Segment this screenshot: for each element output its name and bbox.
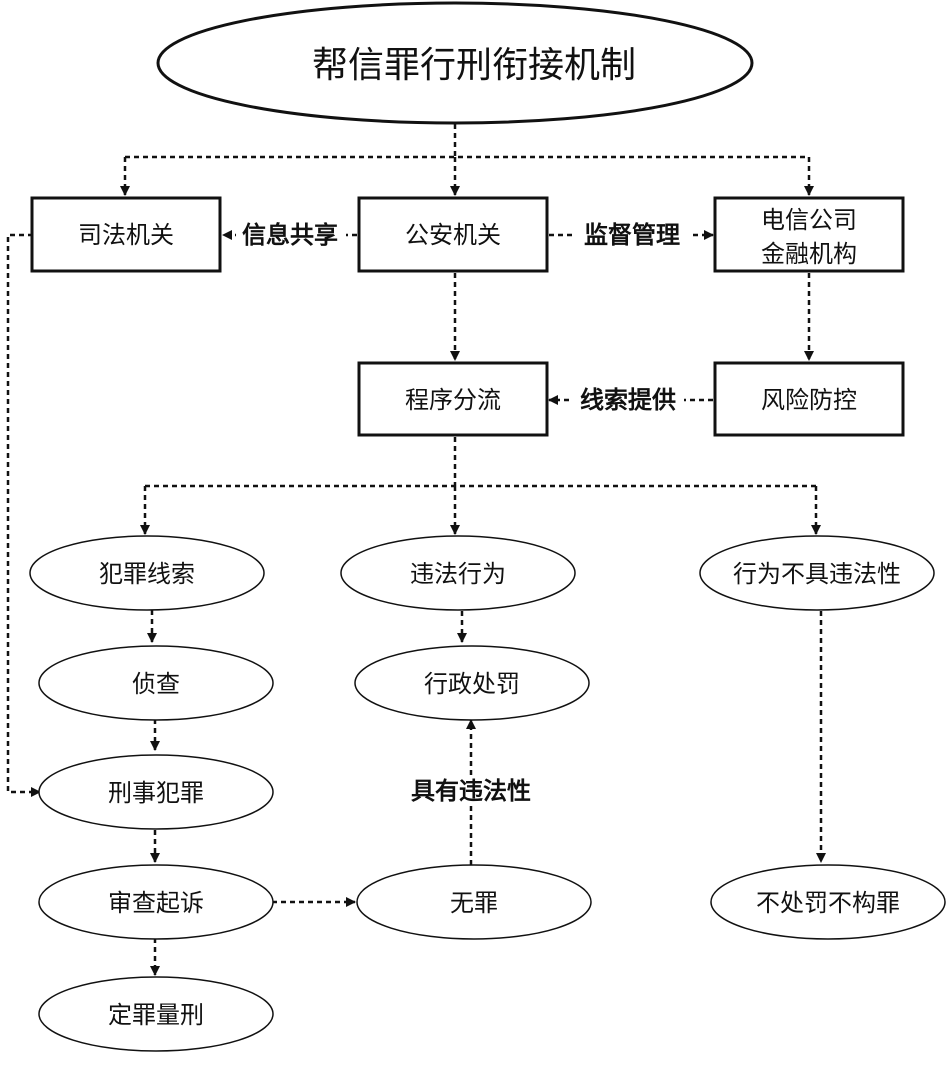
sentencing-label: 定罪量刑 <box>108 1001 204 1029</box>
node-admin-penalty: 行政处罚 <box>354 645 590 721</box>
has-illegality-bg <box>403 775 539 805</box>
node-not-illegal: 行为不具违法性 <box>699 535 935 611</box>
node-no-penalty: 不处罚不构罪 <box>710 864 946 940</box>
investigation-ellipse <box>38 645 274 721</box>
diagram-title: 帮信罪行刑衔接机制 <box>156 1 754 125</box>
info-sharing-bg <box>236 220 346 250</box>
illegal-act-label: 违法行为 <box>410 560 506 588</box>
title-text: 帮信罪行刑衔接机制 <box>312 45 636 86</box>
node-review-prosecution: 审查起诉 <box>38 864 274 940</box>
diversion-box <box>357 361 549 437</box>
police-label: 公安机关 <box>405 221 501 249</box>
telecom-label-line2: 金融机构 <box>761 240 857 268</box>
has-illegality-label: 具有违法性 <box>411 777 531 805</box>
crime-clue-label: 犯罪线索 <box>99 560 195 588</box>
node-telecom: 电信公司 金融机构 <box>713 196 905 273</box>
telecom-label-line1: 电信公司 <box>761 206 857 234</box>
node-investigation: 侦查 <box>38 645 274 721</box>
edge-label-supervision: 监督管理 <box>576 220 690 250</box>
police-box <box>357 196 549 273</box>
risk-control-box <box>713 361 905 437</box>
node-illegal-act: 违法行为 <box>340 535 576 611</box>
node-innocent: 无罪 <box>356 864 592 940</box>
risk-control-label: 风险防控 <box>761 386 857 414</box>
innocent-ellipse <box>356 864 592 940</box>
investigation-label: 侦查 <box>132 670 180 698</box>
edge-label-clue-provision: 线索提供 <box>572 385 684 415</box>
node-police: 公安机关 <box>357 196 549 273</box>
criminal-offense-label: 刑事犯罪 <box>108 779 204 807</box>
title-ellipse <box>156 1 754 125</box>
innocent-label: 无罪 <box>450 889 498 917</box>
clue-provision-bg <box>572 385 684 415</box>
not-illegal-ellipse <box>699 535 935 611</box>
node-diversion: 程序分流 <box>357 361 549 437</box>
no-penalty-ellipse <box>710 864 946 940</box>
node-criminal-offense: 刑事犯罪 <box>38 754 274 830</box>
info-sharing-label: 信息共享 <box>242 221 338 249</box>
judicial-label: 司法机关 <box>78 221 174 249</box>
criminal-offense-ellipse <box>38 754 274 830</box>
review-prosecution-ellipse <box>38 864 274 940</box>
connector-judicial-criminal <box>6 233 41 797</box>
supervision-label: 监督管理 <box>584 221 680 249</box>
admin-penalty-ellipse <box>354 645 590 721</box>
illegal-act-ellipse <box>340 535 576 611</box>
admin-penalty-label: 行政处罚 <box>424 670 520 698</box>
node-judicial: 司法机关 <box>30 196 222 273</box>
diversion-label: 程序分流 <box>405 386 501 414</box>
node-risk-control: 风险防控 <box>713 361 905 437</box>
not-illegal-label: 行为不具违法性 <box>733 560 901 588</box>
edge-label-has-illegality: 具有违法性 <box>403 775 539 805</box>
telecom-box <box>713 196 905 273</box>
edge-label-info-sharing: 信息共享 <box>236 220 346 250</box>
node-sentencing: 定罪量刑 <box>38 976 274 1052</box>
node-crime-clue: 犯罪线索 <box>29 535 265 611</box>
supervision-bg <box>576 220 690 250</box>
review-prosecution-label: 审查起诉 <box>108 889 204 917</box>
crime-clue-ellipse <box>29 535 265 611</box>
sentencing-ellipse <box>38 976 274 1052</box>
judicial-box <box>30 196 222 273</box>
clue-provision-label: 线索提供 <box>580 386 676 414</box>
no-penalty-label: 不处罚不构罪 <box>756 889 900 917</box>
